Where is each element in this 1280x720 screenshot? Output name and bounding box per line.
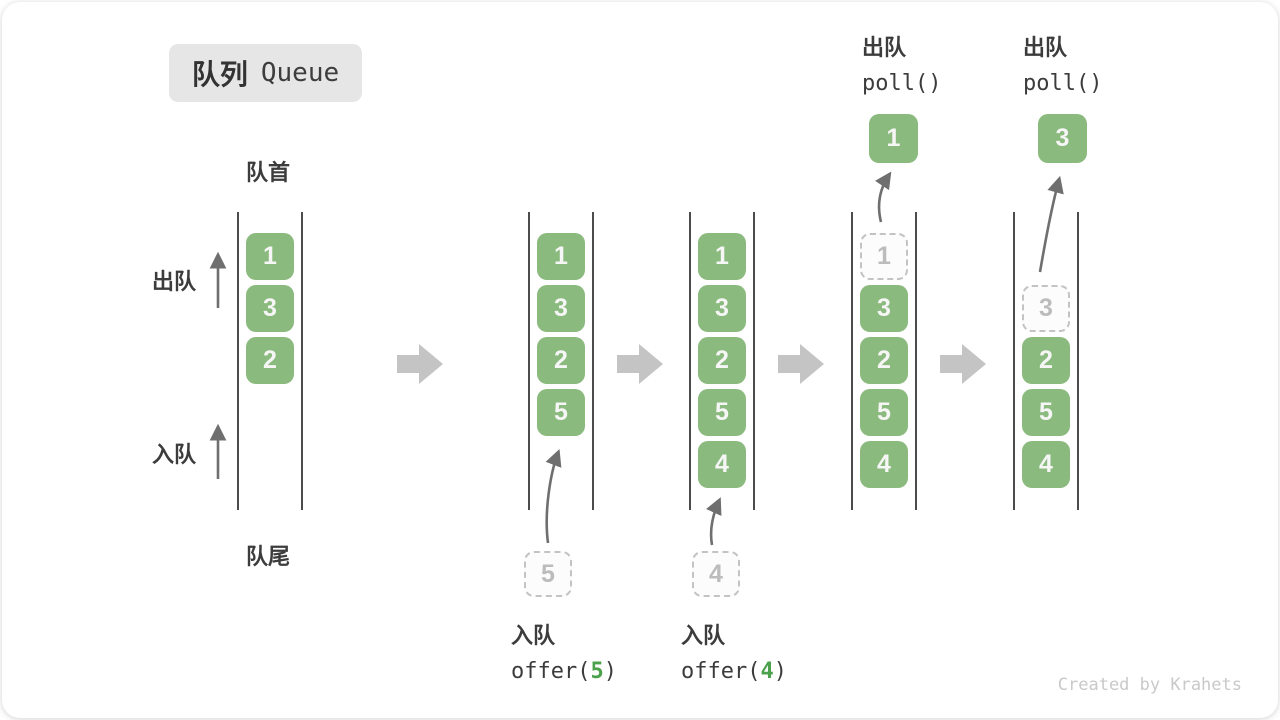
step-arrow-4-icon — [940, 344, 986, 384]
staged-element-4: 4 — [692, 551, 740, 597]
queue-element-2: 2 — [537, 337, 585, 384]
offer5-fn: offer( — [511, 659, 591, 684]
annotation-poll-1: 出队 poll() — [862, 30, 941, 96]
queue-element-1: 1 — [246, 233, 294, 280]
offer4-fn: offer( — [681, 659, 761, 684]
annotation-offer-4: 入队 offer(4) — [681, 618, 787, 684]
queue-element-5: 5 — [537, 389, 585, 436]
polled-element-3: 3 — [1038, 114, 1087, 163]
offer4-paren: ) — [773, 659, 787, 684]
queue-element-3: 3 — [860, 285, 908, 332]
queue-element-5: 5 — [698, 389, 746, 436]
queue-element-1: 1 — [698, 233, 746, 280]
queue-state-5: 3 2 5 4 — [1013, 212, 1079, 510]
title-badge: 队列 Queue — [169, 44, 362, 102]
offer5-label: 入队 — [511, 623, 556, 648]
step-arrow-1-icon — [397, 344, 443, 384]
annotation-offer-5: 入队 offer(5) — [511, 618, 617, 684]
staged-element-5: 5 — [524, 551, 572, 597]
queue-element-3: 3 — [246, 285, 294, 332]
queue-element-5: 5 — [1022, 389, 1070, 436]
queue-state-1: 1 3 2 — [237, 212, 303, 510]
queue-element-2: 2 — [1022, 337, 1070, 384]
queue-state-2: 1 3 2 5 — [528, 212, 594, 510]
offer4-arg: 4 — [760, 659, 774, 684]
annotation-poll-3: 出队 poll() — [1023, 30, 1102, 96]
offer4-label: 入队 — [681, 623, 726, 648]
title-zh: 队列 — [191, 59, 248, 90]
step-arrow-3-icon — [778, 344, 824, 384]
step-arrow-2-icon — [617, 344, 663, 384]
offer5-arg: 5 — [590, 659, 604, 684]
title-en: Queue — [260, 58, 340, 88]
poll3-code: poll() — [1023, 71, 1103, 96]
offer5-code: offer(5) — [511, 659, 617, 684]
queue-element-removed-1: 1 — [860, 233, 908, 280]
label-queue-front: 队首 — [245, 160, 290, 185]
queue-element-5: 5 — [860, 389, 908, 436]
queue-element-2: 2 — [698, 337, 746, 384]
label-enqueue: 入队 — [152, 442, 197, 467]
queue-element-4: 4 — [698, 441, 746, 488]
queue-element-4: 4 — [1022, 441, 1070, 488]
poll1-code: poll() — [862, 71, 942, 96]
poll3-label: 出队 — [1023, 35, 1068, 60]
queue-state-3: 1 3 2 5 4 — [689, 212, 755, 510]
queue-element-2: 2 — [860, 337, 908, 384]
watermark-credit: Created by Krahets — [1057, 675, 1242, 695]
label-queue-rear: 队尾 — [245, 544, 290, 569]
queue-state-4: 1 3 2 5 4 — [851, 212, 917, 510]
queue-element-1: 1 — [537, 233, 585, 280]
queue-element-3: 3 — [537, 285, 585, 332]
queue-element-2: 2 — [246, 337, 294, 384]
polled-element-1: 1 — [869, 114, 918, 163]
queue-element-removed-3: 3 — [1022, 285, 1070, 332]
queue-element-4: 4 — [860, 441, 908, 488]
label-dequeue: 出队 — [152, 269, 197, 294]
queue-element-3: 3 — [698, 285, 746, 332]
poll1-label: 出队 — [862, 35, 907, 60]
offer5-paren: ) — [603, 659, 617, 684]
offer4-code: offer(4) — [681, 659, 787, 684]
